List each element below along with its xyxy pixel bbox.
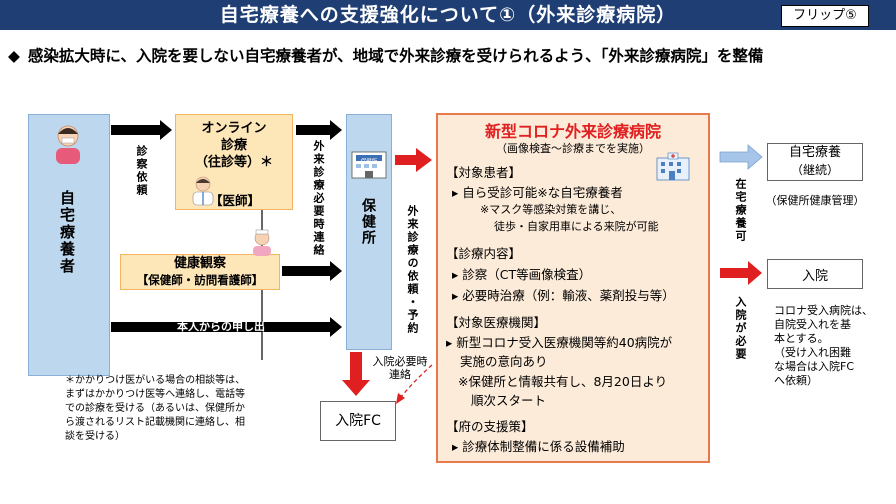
health-obs-line2: 【保健師・訪問看護師】 bbox=[136, 273, 264, 287]
arrow-online-to-hokenjo bbox=[296, 120, 342, 140]
footnote-line: ら渡されるリスト記載機関に連絡し、相 bbox=[65, 417, 245, 428]
footnote-line: ＊かかりつけ医がいる場合の相談等は、 bbox=[65, 375, 246, 386]
footnote-line: まずはかかりつけ医等へ連絡し、電話等 bbox=[65, 389, 246, 400]
hospital-title: 新型コロナ外来診療病院 bbox=[484, 122, 661, 141]
health-observation-box bbox=[120, 254, 280, 290]
institutions-note: ※保健所と情報共有し、8月20日より bbox=[458, 374, 668, 389]
online-consult-box bbox=[175, 114, 293, 210]
hospital-subtitle: （画像検査～診療までを実施） bbox=[496, 142, 650, 155]
arrow-self-report bbox=[111, 317, 342, 337]
admission-note-line: 本とする。 bbox=[774, 332, 829, 345]
admission-note-line: へ依頼） bbox=[774, 374, 818, 387]
summary-line: ◆ 感染拡大時に、入院を要しない自宅療養者が、地域で外来診療を受けられるよう、「外… bbox=[8, 44, 888, 68]
admission-fc-label: 入院FC bbox=[335, 413, 381, 429]
self-report-label: 本人からの申し出 bbox=[177, 320, 265, 333]
admission-contact-label: 入院必要時連絡 bbox=[372, 355, 428, 381]
support-item: ▸ 診療体制整備に係る設備補助 bbox=[452, 439, 625, 454]
target-patients-note: 徒歩・自家用車による来院が可能 bbox=[494, 220, 659, 233]
consult-request-label: 診察依頼 bbox=[135, 145, 148, 197]
institutions-heading: 【対象医療機関】 bbox=[446, 315, 547, 330]
online-line3: （往診等）＊ bbox=[194, 155, 273, 170]
admission-note-line: 自院受入れを基 bbox=[774, 318, 851, 331]
dashed-link-fc bbox=[399, 364, 433, 399]
admission-label: 入院 bbox=[801, 269, 828, 284]
health-center-label: 保健所 bbox=[360, 198, 376, 246]
patient-figure-icon bbox=[48, 122, 88, 164]
consult-contact-label: 外来診療必要時連絡 bbox=[312, 140, 325, 257]
admission-fc-box bbox=[320, 401, 396, 441]
home-care-line2: （継続） bbox=[790, 163, 839, 177]
admission-box bbox=[767, 259, 863, 289]
home-care-line1: 自宅療養 bbox=[788, 145, 841, 160]
admission-note: コロナ受入病院は、 自院受入れを基 本とする。 （受け入れ困難 な場合は入院FC… bbox=[774, 304, 873, 388]
arrow-to-online bbox=[111, 120, 172, 140]
admission-note-line: （受け入れ困難 bbox=[774, 346, 851, 359]
target-patients-heading: 【対象患者】 bbox=[446, 165, 522, 180]
admission-needed-label: 入院が必要 bbox=[734, 296, 747, 361]
page-title: 自宅療養への支援強化について①（外来診療病院） bbox=[219, 4, 677, 26]
home-care-box bbox=[767, 143, 863, 181]
online-line1: オンライン bbox=[201, 121, 267, 136]
building-sign: 保健所 bbox=[360, 159, 378, 165]
diamond-icon: ◆ bbox=[8, 47, 20, 65]
institutions-item: 実施の意向あり bbox=[460, 354, 548, 369]
treatment-heading: 【診療内容】 bbox=[446, 246, 522, 261]
hospital-building-icon bbox=[653, 152, 693, 182]
doctor-role: 【医師】 bbox=[210, 193, 261, 208]
patient-label: 自宅療養者 bbox=[58, 190, 76, 275]
target-patients-item: ▸ 自ら受診可能※な自宅療養者 bbox=[452, 185, 623, 200]
treatment-item: ▸ 診察（CT等画像検査） bbox=[452, 267, 592, 282]
treatment-item: ▸ 必要時治療（例：輸液、薬剤投与等） bbox=[452, 288, 675, 303]
health-obs-line1: 健康観察 bbox=[173, 256, 226, 271]
footnote: ＊かかりつけ医がいる場合の相談等は、 まずはかかりつけ医等へ連絡し、電話等 での… bbox=[65, 374, 245, 444]
request-reservation-label: 外来診療の依頼・予約 bbox=[406, 205, 419, 335]
home-care-note: （保健所健康管理） bbox=[765, 194, 865, 207]
institutions-item: ▸ 新型コロナ受入医療機関等約40病院が bbox=[446, 335, 673, 350]
admission-note-line: な場合は入院FC bbox=[774, 360, 855, 373]
arrow-to-home-care bbox=[719, 144, 763, 170]
home-care-ok-label: 在宅療養可 bbox=[734, 178, 747, 243]
doctor-icon bbox=[189, 175, 217, 206]
flip-badge: フリップ⑤ bbox=[781, 5, 869, 27]
title-bar bbox=[0, 0, 896, 30]
arrow-to-admission bbox=[720, 261, 762, 285]
support-heading: 【府の支援策】 bbox=[446, 419, 534, 434]
institutions-note: 順次スタート bbox=[471, 393, 547, 408]
arrow-health-to-hokenjo bbox=[282, 261, 342, 281]
admission-note-line: コロナ受入病院は、 bbox=[774, 304, 873, 317]
target-patients-note: ※マスク等感染対策を講じ、 bbox=[480, 203, 622, 216]
online-line2: 診療 bbox=[220, 138, 247, 153]
arrow-hokenjo-to-hospital bbox=[395, 148, 432, 172]
nurse-icon bbox=[248, 228, 276, 256]
arrow-to-admission-fc bbox=[342, 352, 370, 396]
footnote-line: での診療を受ける（あるいは、保健所か bbox=[65, 403, 245, 414]
building-icon bbox=[350, 148, 388, 180]
footnote-line: 談を受ける） bbox=[65, 431, 125, 442]
summary-text: 感染拡大時に、入院を要しない自宅療養者が、地域で外来診療を受けられるよう、「外来… bbox=[27, 47, 764, 65]
